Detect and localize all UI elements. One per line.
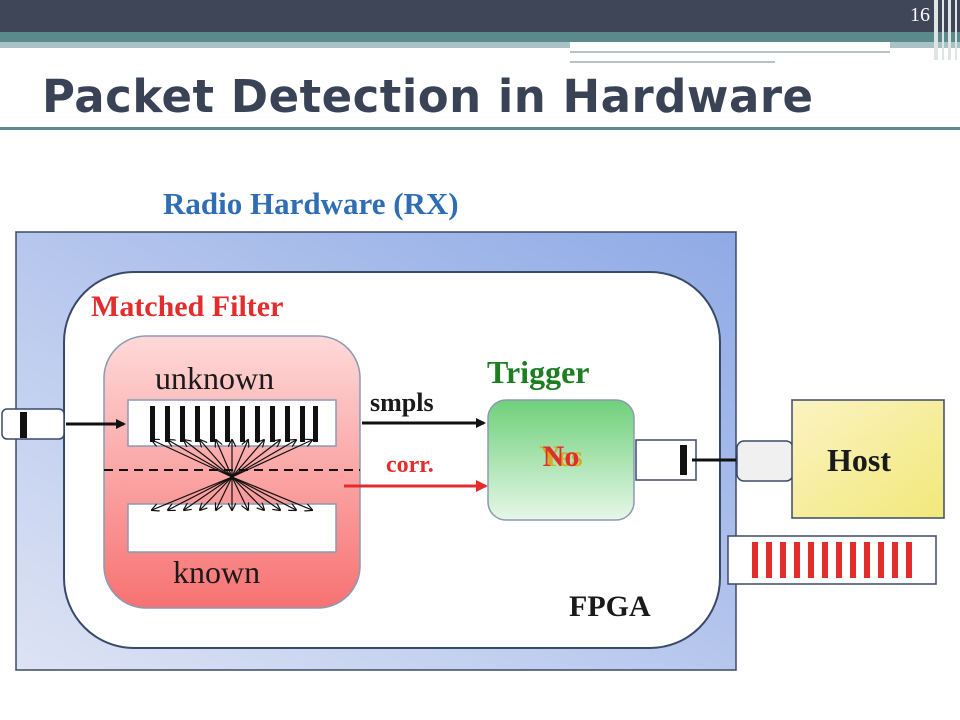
host-box bbox=[791, 399, 945, 519]
trigger-state-yes: Yes bbox=[539, 440, 583, 473]
correlation-label: corr. bbox=[386, 452, 434, 478]
correlation-fan bbox=[152, 440, 312, 510]
rx-input-port bbox=[1, 408, 65, 440]
slide-title: Packet Detection in Hardware bbox=[42, 70, 814, 123]
trigger-state: Yes No bbox=[488, 440, 634, 474]
known-buffer bbox=[127, 503, 337, 553]
header-bar bbox=[0, 0, 960, 32]
output-sample bbox=[680, 445, 687, 475]
slide-number: 16 bbox=[910, 4, 930, 26]
header-decoration bbox=[0, 0, 960, 63]
unknown-label: unknown bbox=[155, 360, 275, 396]
fpga-label: FPGA bbox=[569, 590, 651, 623]
matched-filter-label: Matched Filter bbox=[91, 290, 284, 323]
header-accent-line bbox=[0, 32, 960, 42]
trigger-box bbox=[487, 399, 635, 521]
trigger-label: Trigger bbox=[487, 354, 590, 390]
radio-hardware-label: Radio Hardware (RX) bbox=[163, 186, 459, 221]
host-port bbox=[736, 440, 794, 482]
unknown-samples bbox=[150, 406, 318, 442]
rx-input-sample bbox=[20, 412, 27, 438]
host-label: Host bbox=[827, 442, 891, 478]
title-underline bbox=[0, 127, 960, 130]
samples-label: smpls bbox=[370, 388, 434, 417]
trigger-state-no: No bbox=[542, 440, 580, 473]
received-packet-samples bbox=[752, 542, 912, 578]
known-label: known bbox=[173, 554, 261, 590]
received-packet bbox=[727, 535, 937, 585]
